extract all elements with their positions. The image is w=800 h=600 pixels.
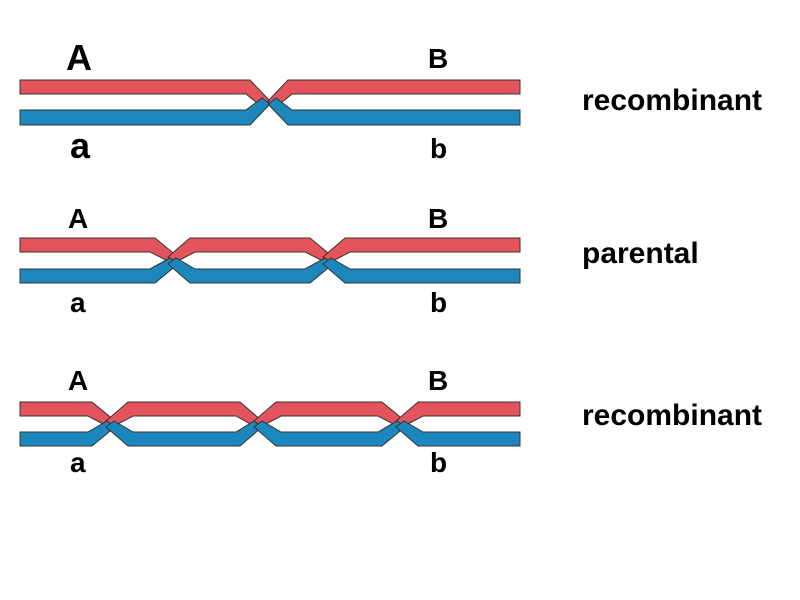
panel-1-allele-A: A bbox=[66, 37, 92, 78]
panel-3-allele-B: B bbox=[428, 365, 448, 396]
panel-3-red-seg-2 bbox=[105, 401, 263, 427]
panel-single-crossover: A B a b recombinant bbox=[19, 37, 762, 166]
panel-2-outcome-label: parental bbox=[582, 237, 699, 270]
panel-1-allele-B: B bbox=[428, 43, 448, 74]
panel-3-blue-seg-4 bbox=[395, 420, 521, 447]
panel-2-blue-seg-2 bbox=[167, 257, 334, 284]
panel-3-blue-seg-1 bbox=[19, 420, 116, 447]
panel-3-red-seg-3 bbox=[253, 401, 406, 427]
panel-3-outcome-label: recombinant bbox=[582, 399, 762, 432]
panel-3-blue-seg-3 bbox=[253, 420, 406, 447]
panel-3-allele-A: A bbox=[68, 365, 88, 396]
panel-2-red-seg-2 bbox=[167, 237, 334, 263]
panel-1-outcome-label: recombinant bbox=[582, 84, 762, 117]
panel-3-red-seg-4 bbox=[395, 401, 521, 427]
panel-1-allele-a: a bbox=[70, 125, 91, 166]
panel-2-blue-seg-1 bbox=[19, 257, 179, 284]
panel-2-red-seg-3 bbox=[322, 237, 521, 263]
panel-double-crossover: A B a b parental bbox=[19, 203, 699, 318]
panel-3-allele-a: a bbox=[70, 447, 86, 478]
panel-2-allele-a: a bbox=[70, 287, 86, 318]
panel-2-allele-B: B bbox=[428, 203, 448, 234]
panel-2-blue-seg-3 bbox=[322, 257, 521, 284]
panel-1-blue-left bbox=[19, 97, 271, 126]
panel-triple-crossover: A B a b recombinant bbox=[19, 365, 762, 478]
panel-1-blue-right bbox=[267, 97, 521, 126]
panel-1-red-right bbox=[267, 79, 521, 108]
panel-3-blue-seg-2 bbox=[105, 420, 263, 447]
panel-2-allele-b: b bbox=[430, 287, 447, 318]
panel-3-allele-b: b bbox=[430, 447, 447, 478]
panel-2-red-seg-1 bbox=[19, 237, 179, 263]
panel-3-red-seg-1 bbox=[19, 401, 116, 427]
panel-2-allele-A: A bbox=[68, 203, 88, 234]
panel-1-allele-b: b bbox=[430, 133, 447, 164]
panel-1-red-left bbox=[19, 79, 271, 108]
